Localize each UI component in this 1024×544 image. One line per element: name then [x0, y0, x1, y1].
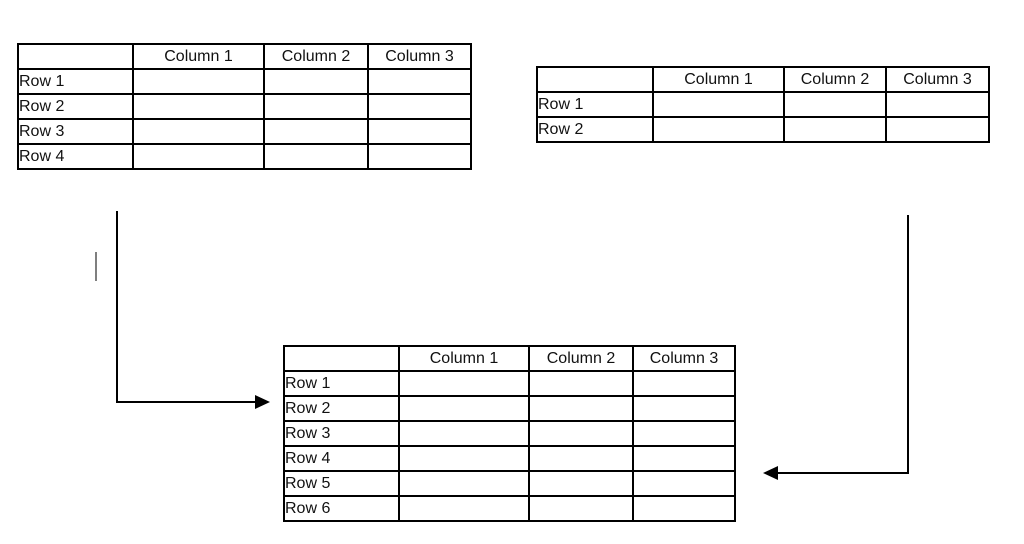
- data-cell: [632, 420, 736, 447]
- column-header: Column 3: [632, 345, 736, 372]
- source-table-light: Column 1 Column 2 Column 3 Row 1 Row 2 R…: [17, 43, 472, 170]
- data-cell: [528, 420, 634, 447]
- data-cell: [885, 116, 990, 143]
- data-cell: [632, 395, 736, 422]
- table-row: Row 6: [283, 495, 736, 522]
- table-row: Row 5: [283, 470, 736, 497]
- row-label: Row 1: [536, 91, 654, 118]
- row-label: Row 1: [17, 68, 134, 95]
- table-row: Row 4: [283, 445, 736, 472]
- data-cell: [632, 470, 736, 497]
- source-table-dark: Column 1 Column 2 Column 3 Row 1 Row 2: [536, 66, 990, 143]
- right-elbow-arrow: [763, 215, 909, 480]
- table-row: Row 3: [17, 118, 472, 145]
- arrow-left-icon: [763, 466, 778, 480]
- data-cell: [132, 68, 265, 95]
- data-cell: [263, 68, 369, 95]
- row-label: Row 2: [17, 93, 134, 120]
- row-label: Row 1: [283, 370, 400, 397]
- table-header-row: Column 1 Column 2 Column 3: [17, 43, 472, 70]
- data-cell: [398, 420, 530, 447]
- row-label: Row 6: [283, 495, 400, 522]
- data-cell: [398, 495, 530, 522]
- data-cell: [528, 470, 634, 497]
- row-label: Row 5: [283, 470, 400, 497]
- table-row: Row 1: [283, 370, 736, 397]
- data-cell: [528, 370, 634, 397]
- data-cell: [632, 370, 736, 397]
- data-cell: [132, 143, 265, 170]
- data-cell: [398, 395, 530, 422]
- table-row: Row 2: [536, 116, 990, 143]
- table-row: Row 3: [283, 420, 736, 447]
- column-header: Column 2: [263, 43, 369, 70]
- data-cell: [367, 143, 472, 170]
- column-header: Column 1: [132, 43, 265, 70]
- table-row: Row 4: [17, 143, 472, 170]
- data-cell: [367, 118, 472, 145]
- data-cell: [132, 93, 265, 120]
- table-header-row: Column 1 Column 2 Column 3: [536, 66, 990, 93]
- table-header-row: Column 1 Column 2 Column 3: [283, 345, 736, 372]
- column-header: Column 2: [528, 345, 634, 372]
- data-cell: [632, 445, 736, 472]
- data-cell: [263, 93, 369, 120]
- data-cell: [528, 495, 634, 522]
- data-cell: [528, 395, 634, 422]
- left-elbow-arrow: [116, 211, 270, 409]
- arrow-right-icon: [255, 395, 270, 409]
- row-label: Row 2: [536, 116, 654, 143]
- data-cell: [885, 91, 990, 118]
- data-cell: [783, 116, 887, 143]
- column-header: Column 3: [885, 66, 990, 93]
- column-header: Column 1: [652, 66, 785, 93]
- arrow-line: [776, 215, 909, 474]
- table-row: Row 2: [17, 93, 472, 120]
- data-cell: [132, 118, 265, 145]
- data-cell: [398, 370, 530, 397]
- data-cell: [528, 445, 634, 472]
- table-row: Row 2: [283, 395, 736, 422]
- row-label: Row 4: [17, 143, 134, 170]
- data-cell: [263, 143, 369, 170]
- table-row: Row 1: [536, 91, 990, 118]
- arrow-line: [116, 211, 257, 403]
- data-cell: [652, 91, 785, 118]
- corner-cell: [283, 345, 400, 372]
- merged-table: Column 1 Column 2 Column 3 Row 1 Row 2 R…: [283, 345, 736, 522]
- column-header: Column 1: [398, 345, 530, 372]
- corner-cell: [536, 66, 654, 93]
- table-row: Row 1: [17, 68, 472, 95]
- row-label: Row 2: [283, 395, 400, 422]
- data-cell: [367, 93, 472, 120]
- data-cell: [632, 495, 736, 522]
- column-header: Column 2: [783, 66, 887, 93]
- data-cell: [398, 445, 530, 472]
- row-label: Row 3: [283, 420, 400, 447]
- corner-cell: [17, 43, 134, 70]
- data-cell: [652, 116, 785, 143]
- data-cell: [263, 118, 369, 145]
- row-label: Row 4: [283, 445, 400, 472]
- data-cell: [783, 91, 887, 118]
- data-cell: [367, 68, 472, 95]
- data-cell: [398, 470, 530, 497]
- row-label: Row 3: [17, 118, 134, 145]
- column-header: Column 3: [367, 43, 472, 70]
